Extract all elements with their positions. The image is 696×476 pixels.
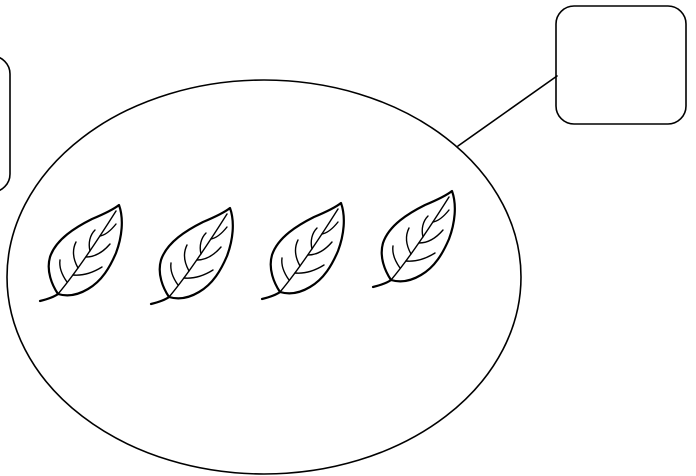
answer-box-right[interactable] bbox=[556, 6, 686, 124]
connector-line bbox=[458, 76, 557, 146]
leaf-icon bbox=[151, 208, 233, 304]
leaf-icon bbox=[40, 205, 122, 301]
set-ellipse bbox=[7, 80, 521, 474]
answer-box-left[interactable] bbox=[0, 56, 10, 192]
leaf-icon bbox=[373, 191, 455, 287]
leaf-icon bbox=[262, 203, 344, 299]
